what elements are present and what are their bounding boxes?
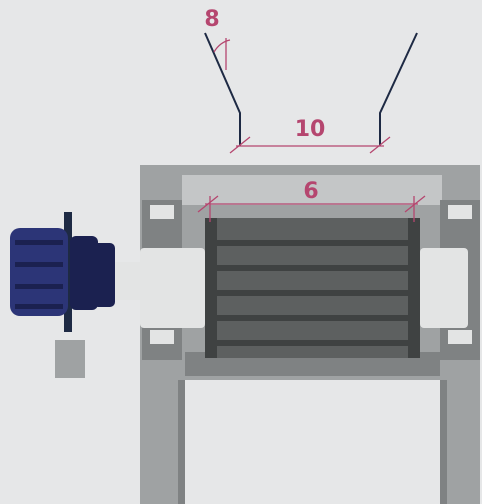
- angle-arc: [213, 39, 231, 53]
- motor-fin-3: [15, 284, 63, 289]
- bearings: [110, 248, 468, 328]
- rotor-band-3: [205, 290, 420, 296]
- rotor-band-1: [205, 240, 420, 246]
- rotor-band-4: [205, 315, 420, 321]
- right-leg-shade: [440, 365, 447, 504]
- left-leg: [140, 365, 185, 504]
- dimension-annotations: [197, 38, 426, 222]
- rotor-band-2: [205, 265, 420, 271]
- motor-flange: [93, 243, 115, 307]
- motor-terminal-box: [55, 340, 85, 378]
- rotor-body: [205, 218, 420, 358]
- inner-width-tick-right: [404, 195, 426, 213]
- bracket-right-bottom: [448, 330, 472, 344]
- motor-fin-2: [15, 262, 63, 267]
- rotor-right-cap: [408, 218, 420, 358]
- hopper-left-wall: [204, 32, 241, 146]
- right-bearing-housing: [420, 248, 468, 328]
- bracket-left-top: [150, 205, 174, 219]
- motor-body: [10, 228, 68, 316]
- bracket-right-top: [448, 205, 472, 219]
- motor-fin-4: [15, 304, 63, 309]
- rotor-assembly: [205, 218, 420, 358]
- inner-width-label: 6: [303, 179, 318, 204]
- hopper-outline: [204, 32, 418, 146]
- drive-motor: [10, 212, 115, 378]
- rotor-left-cap: [205, 218, 217, 358]
- outer-width-tick-right: [369, 136, 391, 154]
- left-leg-shade: [178, 365, 185, 504]
- hopper-right-wall: [379, 32, 418, 146]
- drive-shaft: [110, 262, 142, 300]
- motor-gear: [70, 236, 98, 310]
- outer-width-label: 10: [295, 117, 326, 142]
- motor-fin-1: [15, 240, 63, 245]
- inner-width-tick-left: [197, 195, 219, 213]
- outer-width-tick-left: [229, 136, 251, 154]
- left-bearing-housing: [140, 248, 205, 328]
- hopper-top-panel: [182, 175, 442, 205]
- rotor-band-5: [205, 340, 420, 346]
- bracket-left-bottom: [150, 330, 174, 344]
- angle-label: 8: [204, 7, 219, 32]
